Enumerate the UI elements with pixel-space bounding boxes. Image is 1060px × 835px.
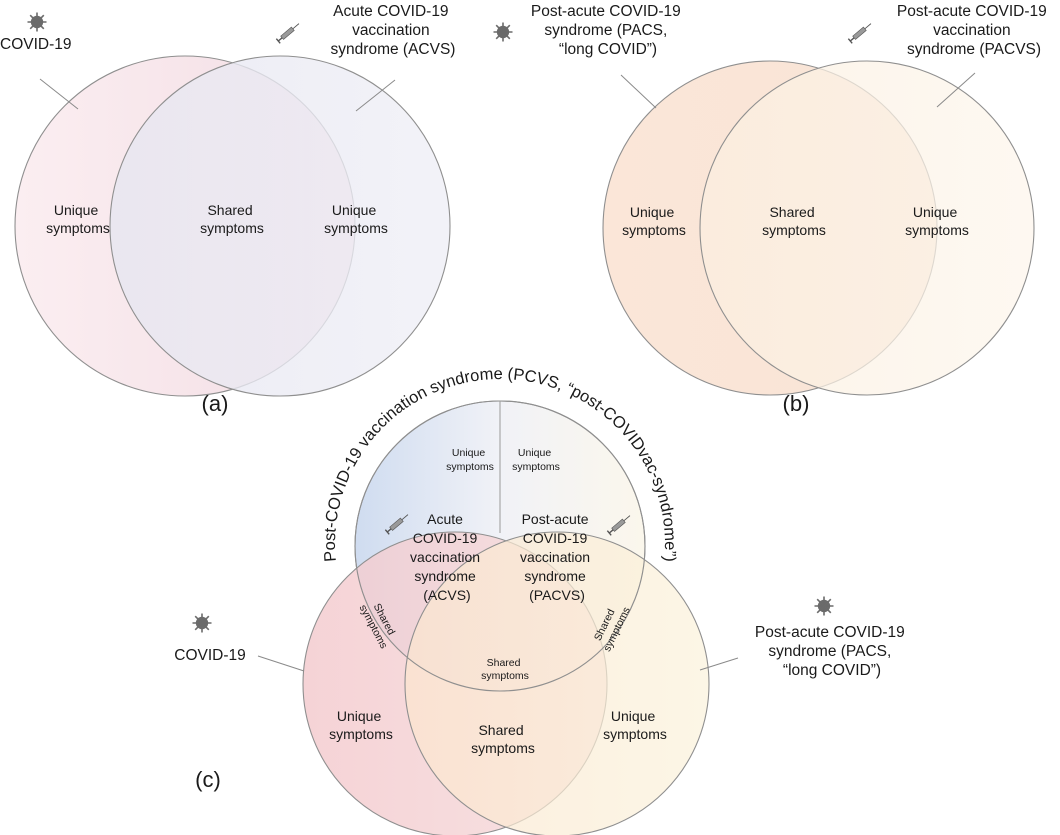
unique-symptoms-right: Unique symptoms (324, 202, 388, 236)
covid-19-label: COVID-19 (174, 647, 246, 664)
syringe-icon (847, 23, 872, 44)
virus-icon (192, 613, 212, 633)
leader-line (936, 72, 976, 108)
leader-line (699, 657, 739, 671)
virus-icon (27, 12, 47, 32)
leader-line (257, 655, 305, 672)
pacvs-circle (699, 60, 1035, 396)
pacs-label: Post-acute COVID-19 syndrome (PACS, “lon… (531, 3, 685, 58)
top-right-unique-symptoms: Unique symptoms (512, 447, 560, 473)
bottom-left-unique-symptoms: Unique symptoms (329, 708, 393, 742)
panel-c-caption: (c) (195, 767, 221, 792)
unique-symptoms-left: Unique symptoms (46, 202, 110, 236)
center-shared-symptoms-small: Shared symptoms (481, 657, 529, 682)
virus-icon (814, 596, 834, 616)
shared-symptoms: Shared symptoms (762, 204, 826, 238)
acvs-label: Acute COVID-19 vaccination syndrome (ACV… (331, 3, 456, 58)
panel-c: Post-COVID-19 vaccination syndrome (PCVS… (174, 365, 909, 835)
acvs-circle (109, 55, 451, 397)
acvs-label: Acute COVID-19 vaccination syndrome (ACV… (410, 511, 484, 603)
virus-icon (493, 22, 513, 42)
unique-symptoms-right: Unique symptoms (905, 204, 969, 238)
unique-symptoms-left: Unique symptoms (622, 204, 686, 238)
pacs-label: Post-acute COVID-19 syndrome (PACS, “lon… (755, 624, 909, 679)
panel-b-caption: (b) (783, 391, 810, 416)
panel-a-caption: (a) (202, 391, 229, 416)
leader-line (355, 79, 396, 112)
top-left-unique-symptoms: Unique symptoms (446, 447, 494, 473)
syringe-icon (606, 515, 631, 536)
syringe-icon (275, 23, 300, 44)
leader-line (620, 74, 657, 109)
syringe-icon (384, 514, 409, 535)
panel-b: Post-acute COVID-19 syndrome (PACS, “lon… (493, 3, 1051, 416)
pacvs-label: Post-acute COVID-19 vaccination syndrome… (520, 511, 594, 603)
bottom-right-unique-symptoms: Unique symptoms (603, 708, 667, 742)
shared-symptoms: Shared symptoms (200, 202, 264, 236)
pacs-circle (404, 531, 710, 835)
bottom-center-shared-symptoms: Shared symptoms (471, 722, 535, 756)
leader-line (39, 78, 79, 110)
covid-19-label: COVID-19 (0, 36, 72, 53)
pacvs-label: Post-acute COVID-19 vaccination syndrome… (897, 3, 1051, 58)
panel-a: COVID-19 Acute COVID-19 vaccination synd… (0, 3, 455, 416)
